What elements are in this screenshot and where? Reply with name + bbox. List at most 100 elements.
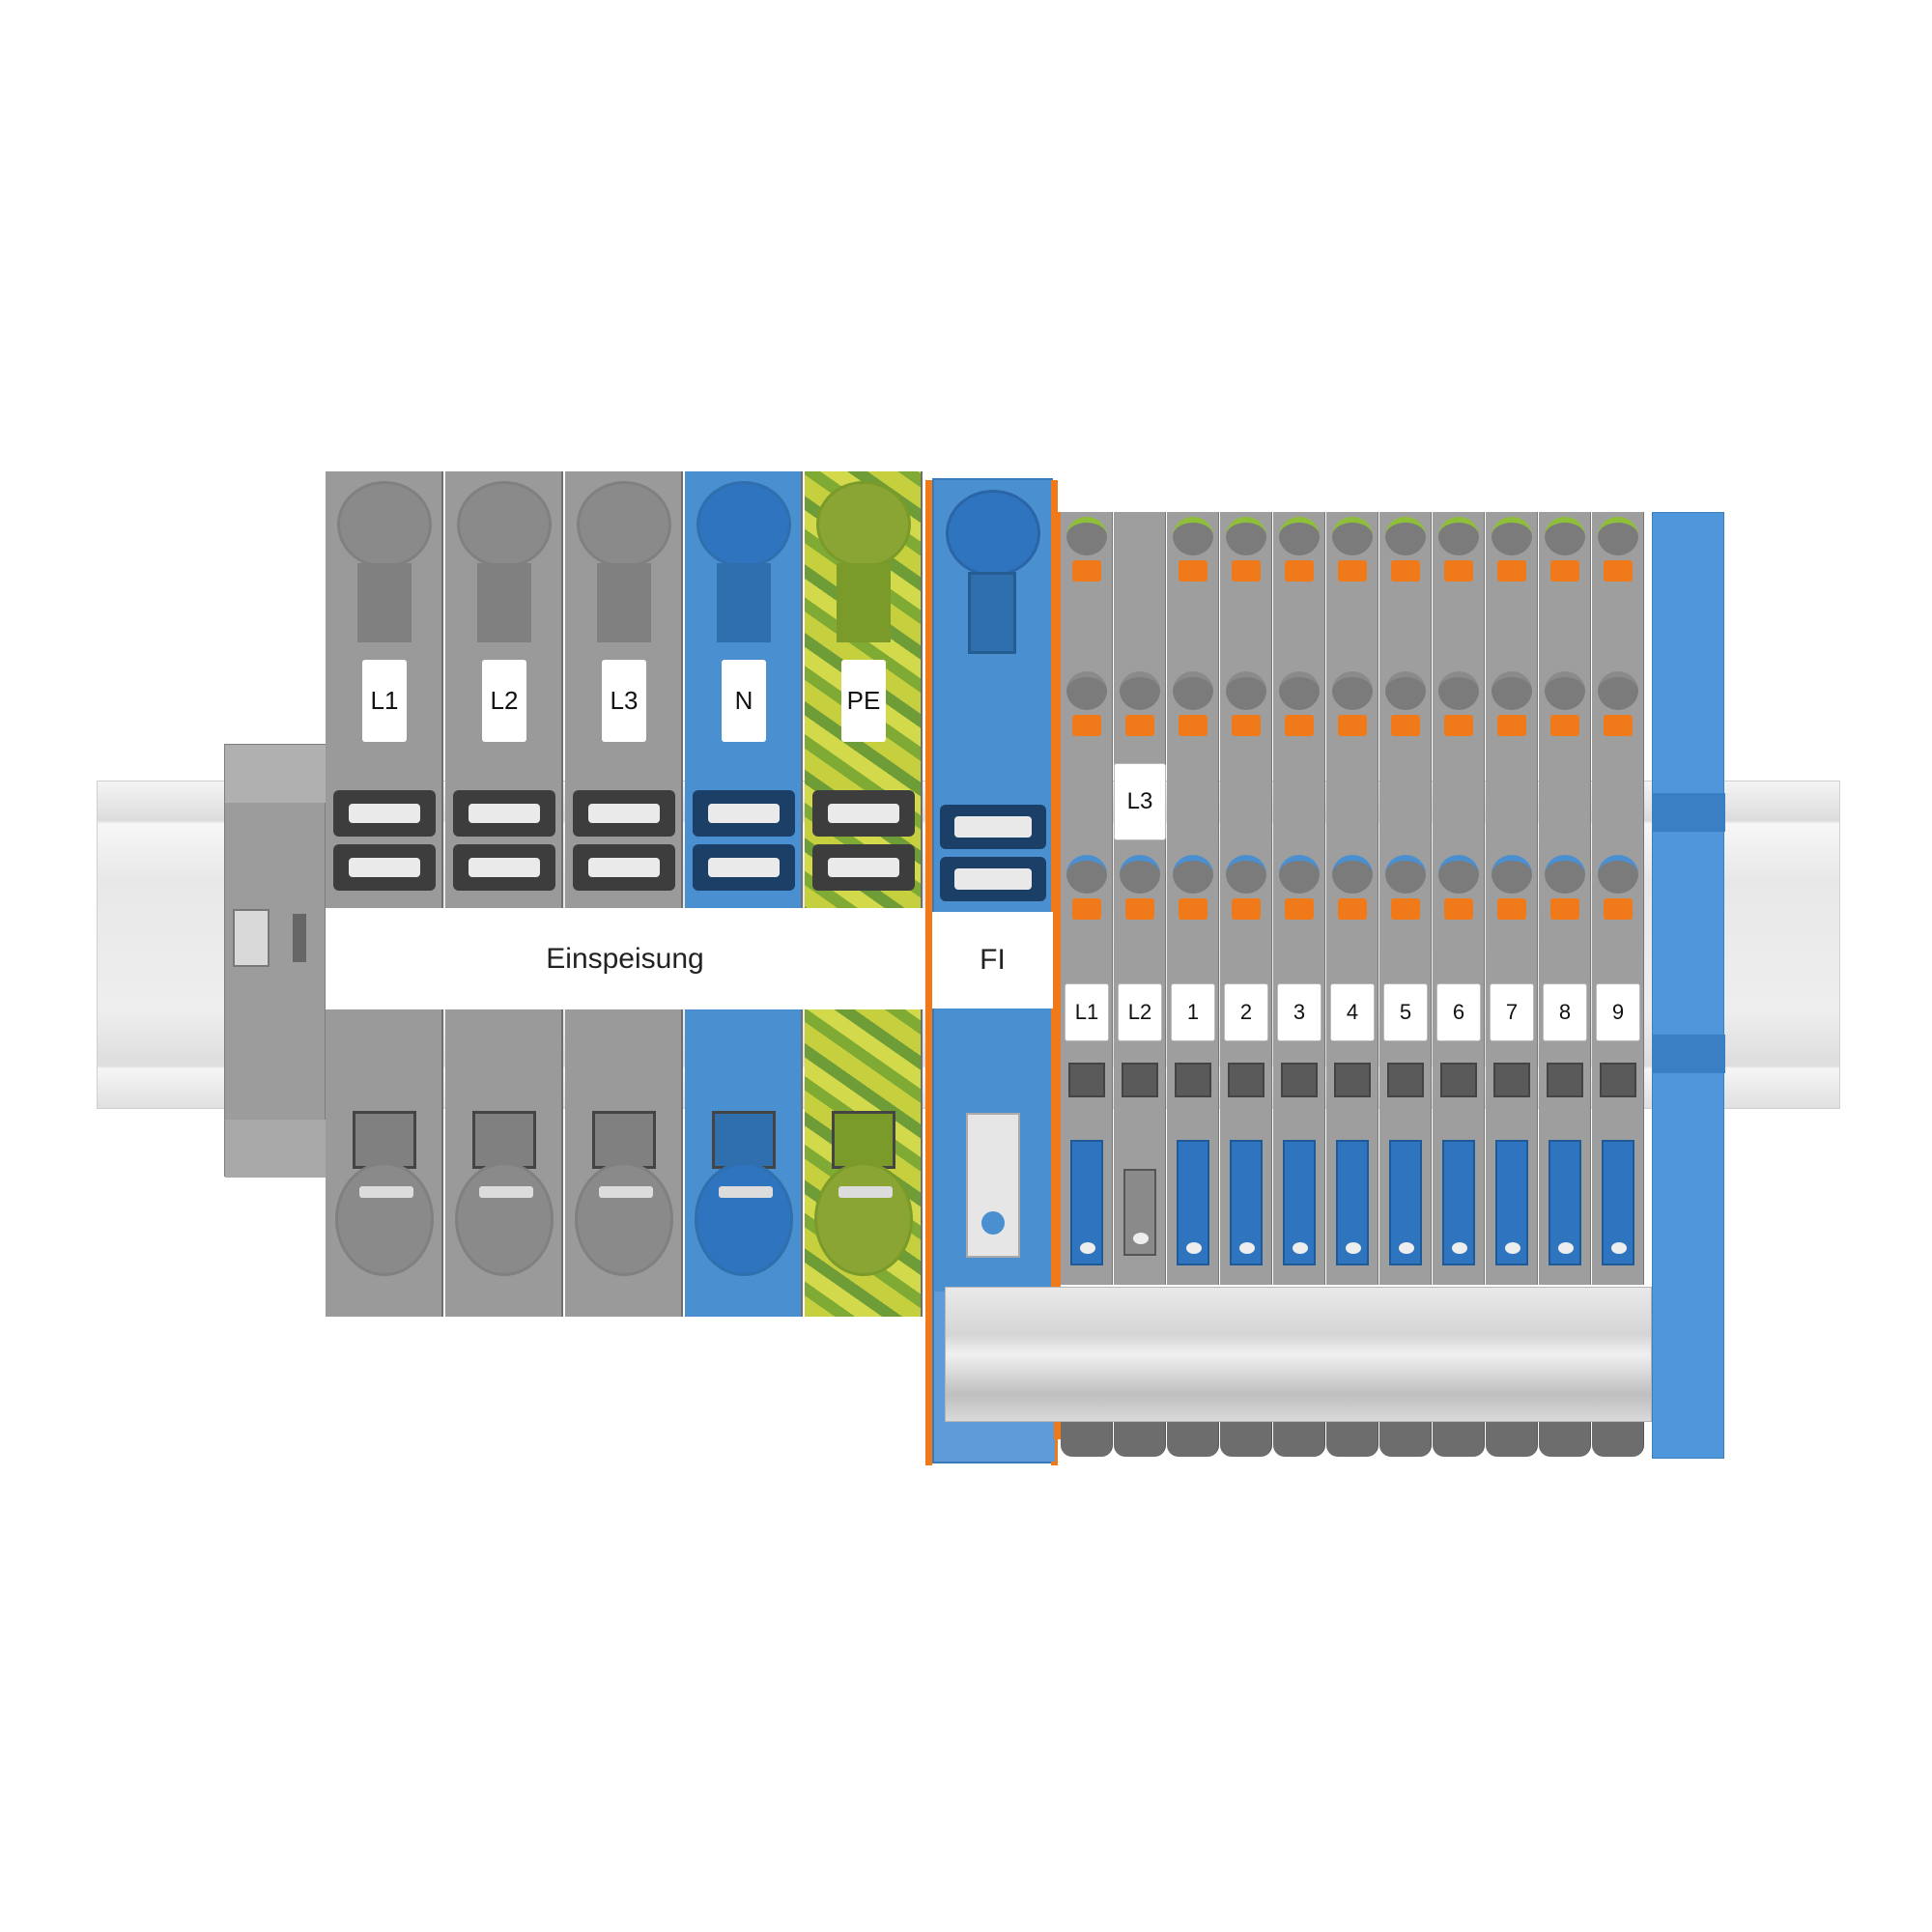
wire-entry[interactable] — [1598, 671, 1638, 710]
bottom-wire-entry[interactable] — [1167, 1422, 1219, 1457]
push-button[interactable] — [1338, 898, 1367, 920]
push-button[interactable] — [1338, 715, 1367, 736]
push-button[interactable] — [1285, 898, 1314, 920]
lever-slot[interactable] — [453, 790, 555, 837]
push-button[interactable] — [1444, 715, 1473, 736]
bottom-wire-entry[interactable] — [1379, 1422, 1432, 1457]
wire-entry[interactable] — [1279, 671, 1320, 710]
wire-entry[interactable] — [1545, 855, 1585, 894]
bottom-wire-entry[interactable] — [1539, 1422, 1591, 1457]
push-button[interactable] — [1125, 898, 1154, 920]
wire-entry[interactable] — [1066, 671, 1107, 710]
wire-entry[interactable] — [1332, 671, 1373, 710]
release-slot[interactable] — [1440, 1063, 1477, 1097]
blue-test-slot[interactable] — [1230, 1140, 1263, 1265]
push-button[interactable] — [1550, 560, 1579, 582]
push-button[interactable] — [1497, 715, 1526, 736]
blue-test-slot[interactable] — [1495, 1140, 1528, 1265]
release-slot-top[interactable] — [597, 563, 651, 642]
push-button[interactable] — [1604, 715, 1633, 736]
bottom-wire-entry[interactable] — [1273, 1422, 1325, 1457]
lever-slot[interactable] — [573, 790, 675, 837]
release-slot-top[interactable] — [477, 563, 531, 642]
lever-slot[interactable] — [333, 844, 436, 891]
push-button[interactable] — [1232, 715, 1261, 736]
push-button[interactable] — [1179, 560, 1208, 582]
wire-entry[interactable] — [1173, 855, 1213, 894]
release-slot-top[interactable] — [717, 563, 771, 642]
test-socket[interactable] — [1123, 1169, 1156, 1256]
wire-entry[interactable] — [1066, 855, 1107, 894]
release-slot-bottom[interactable] — [353, 1111, 416, 1169]
push-button[interactable] — [1072, 715, 1101, 736]
release-slot-top[interactable] — [357, 563, 412, 642]
wire-entry[interactable] — [1385, 855, 1426, 894]
wire-entry[interactable] — [1226, 671, 1266, 710]
bottom-wire-entry[interactable] — [1220, 1422, 1272, 1457]
push-button[interactable] — [1550, 715, 1579, 736]
wire-entry[interactable] — [1173, 517, 1213, 555]
wire-entry[interactable] — [1279, 517, 1320, 555]
blue-test-slot[interactable] — [1336, 1140, 1369, 1265]
push-button[interactable] — [1338, 560, 1367, 582]
push-button[interactable] — [1497, 898, 1526, 920]
blue-test-slot[interactable] — [1602, 1140, 1634, 1265]
fi-test-pushbutton[interactable] — [966, 1113, 1020, 1258]
wire-entry[interactable] — [1598, 855, 1638, 894]
push-button[interactable] — [1179, 898, 1208, 920]
lever-slot[interactable] — [333, 790, 436, 837]
wire-entry-top[interactable] — [337, 481, 432, 568]
release-slot[interactable] — [1228, 1063, 1264, 1097]
blue-test-slot[interactable] — [1548, 1140, 1581, 1265]
wire-entry-bottom[interactable] — [455, 1162, 554, 1276]
push-button[interactable] — [1285, 715, 1314, 736]
wire-entry[interactable] — [1066, 517, 1107, 555]
wire-entry-bottom[interactable] — [814, 1162, 913, 1276]
wire-entry[interactable] — [1332, 855, 1373, 894]
lever-slot[interactable] — [812, 790, 915, 837]
push-button[interactable] — [1072, 560, 1101, 582]
push-button[interactable] — [1285, 560, 1314, 582]
release-slot[interactable] — [1547, 1063, 1583, 1097]
wire-entry-top[interactable] — [457, 481, 552, 568]
wire-entry[interactable] — [1173, 671, 1213, 710]
release-slot[interactable] — [1068, 1063, 1105, 1097]
lever-slot[interactable] — [453, 844, 555, 891]
wire-entry[interactable] — [1545, 517, 1585, 555]
bottom-wire-entry[interactable] — [1592, 1422, 1644, 1457]
fi-lever-slot[interactable] — [940, 805, 1046, 849]
wire-entry-top[interactable] — [816, 481, 911, 568]
wire-entry-bottom[interactable] — [335, 1162, 434, 1276]
release-slot[interactable] — [1334, 1063, 1371, 1097]
release-slot[interactable] — [1493, 1063, 1530, 1097]
lever-slot[interactable] — [693, 844, 795, 891]
wire-entry[interactable] — [1545, 671, 1585, 710]
push-button[interactable] — [1444, 560, 1473, 582]
wire-entry[interactable] — [1120, 671, 1160, 710]
wire-entry[interactable] — [1438, 855, 1479, 894]
wire-entry[interactable] — [1492, 671, 1532, 710]
lever-slot[interactable] — [812, 844, 915, 891]
release-slot[interactable] — [1600, 1063, 1636, 1097]
wire-entry[interactable] — [1492, 855, 1532, 894]
release-slot[interactable] — [1175, 1063, 1211, 1097]
wire-entry[interactable] — [1385, 517, 1426, 555]
bottom-wire-entry[interactable] — [1114, 1422, 1166, 1457]
blue-test-slot[interactable] — [1389, 1140, 1422, 1265]
push-button[interactable] — [1072, 898, 1101, 920]
wire-entry[interactable] — [1279, 855, 1320, 894]
release-slot-bottom[interactable] — [712, 1111, 776, 1169]
bottom-wire-entry[interactable] — [1486, 1422, 1538, 1457]
push-button[interactable] — [1604, 560, 1633, 582]
wire-entry-bottom[interactable] — [695, 1162, 793, 1276]
wire-entry[interactable] — [1226, 517, 1266, 555]
push-button[interactable] — [1550, 898, 1579, 920]
push-button[interactable] — [1444, 898, 1473, 920]
push-button[interactable] — [1391, 715, 1420, 736]
wire-entry-top[interactable] — [696, 481, 791, 568]
blue-test-slot[interactable] — [1442, 1140, 1475, 1265]
bottom-wire-entry[interactable] — [1326, 1422, 1378, 1457]
fi-release-slot[interactable] — [968, 572, 1016, 654]
wire-entry-bottom[interactable] — [575, 1162, 673, 1276]
blue-test-slot[interactable] — [1070, 1140, 1103, 1265]
